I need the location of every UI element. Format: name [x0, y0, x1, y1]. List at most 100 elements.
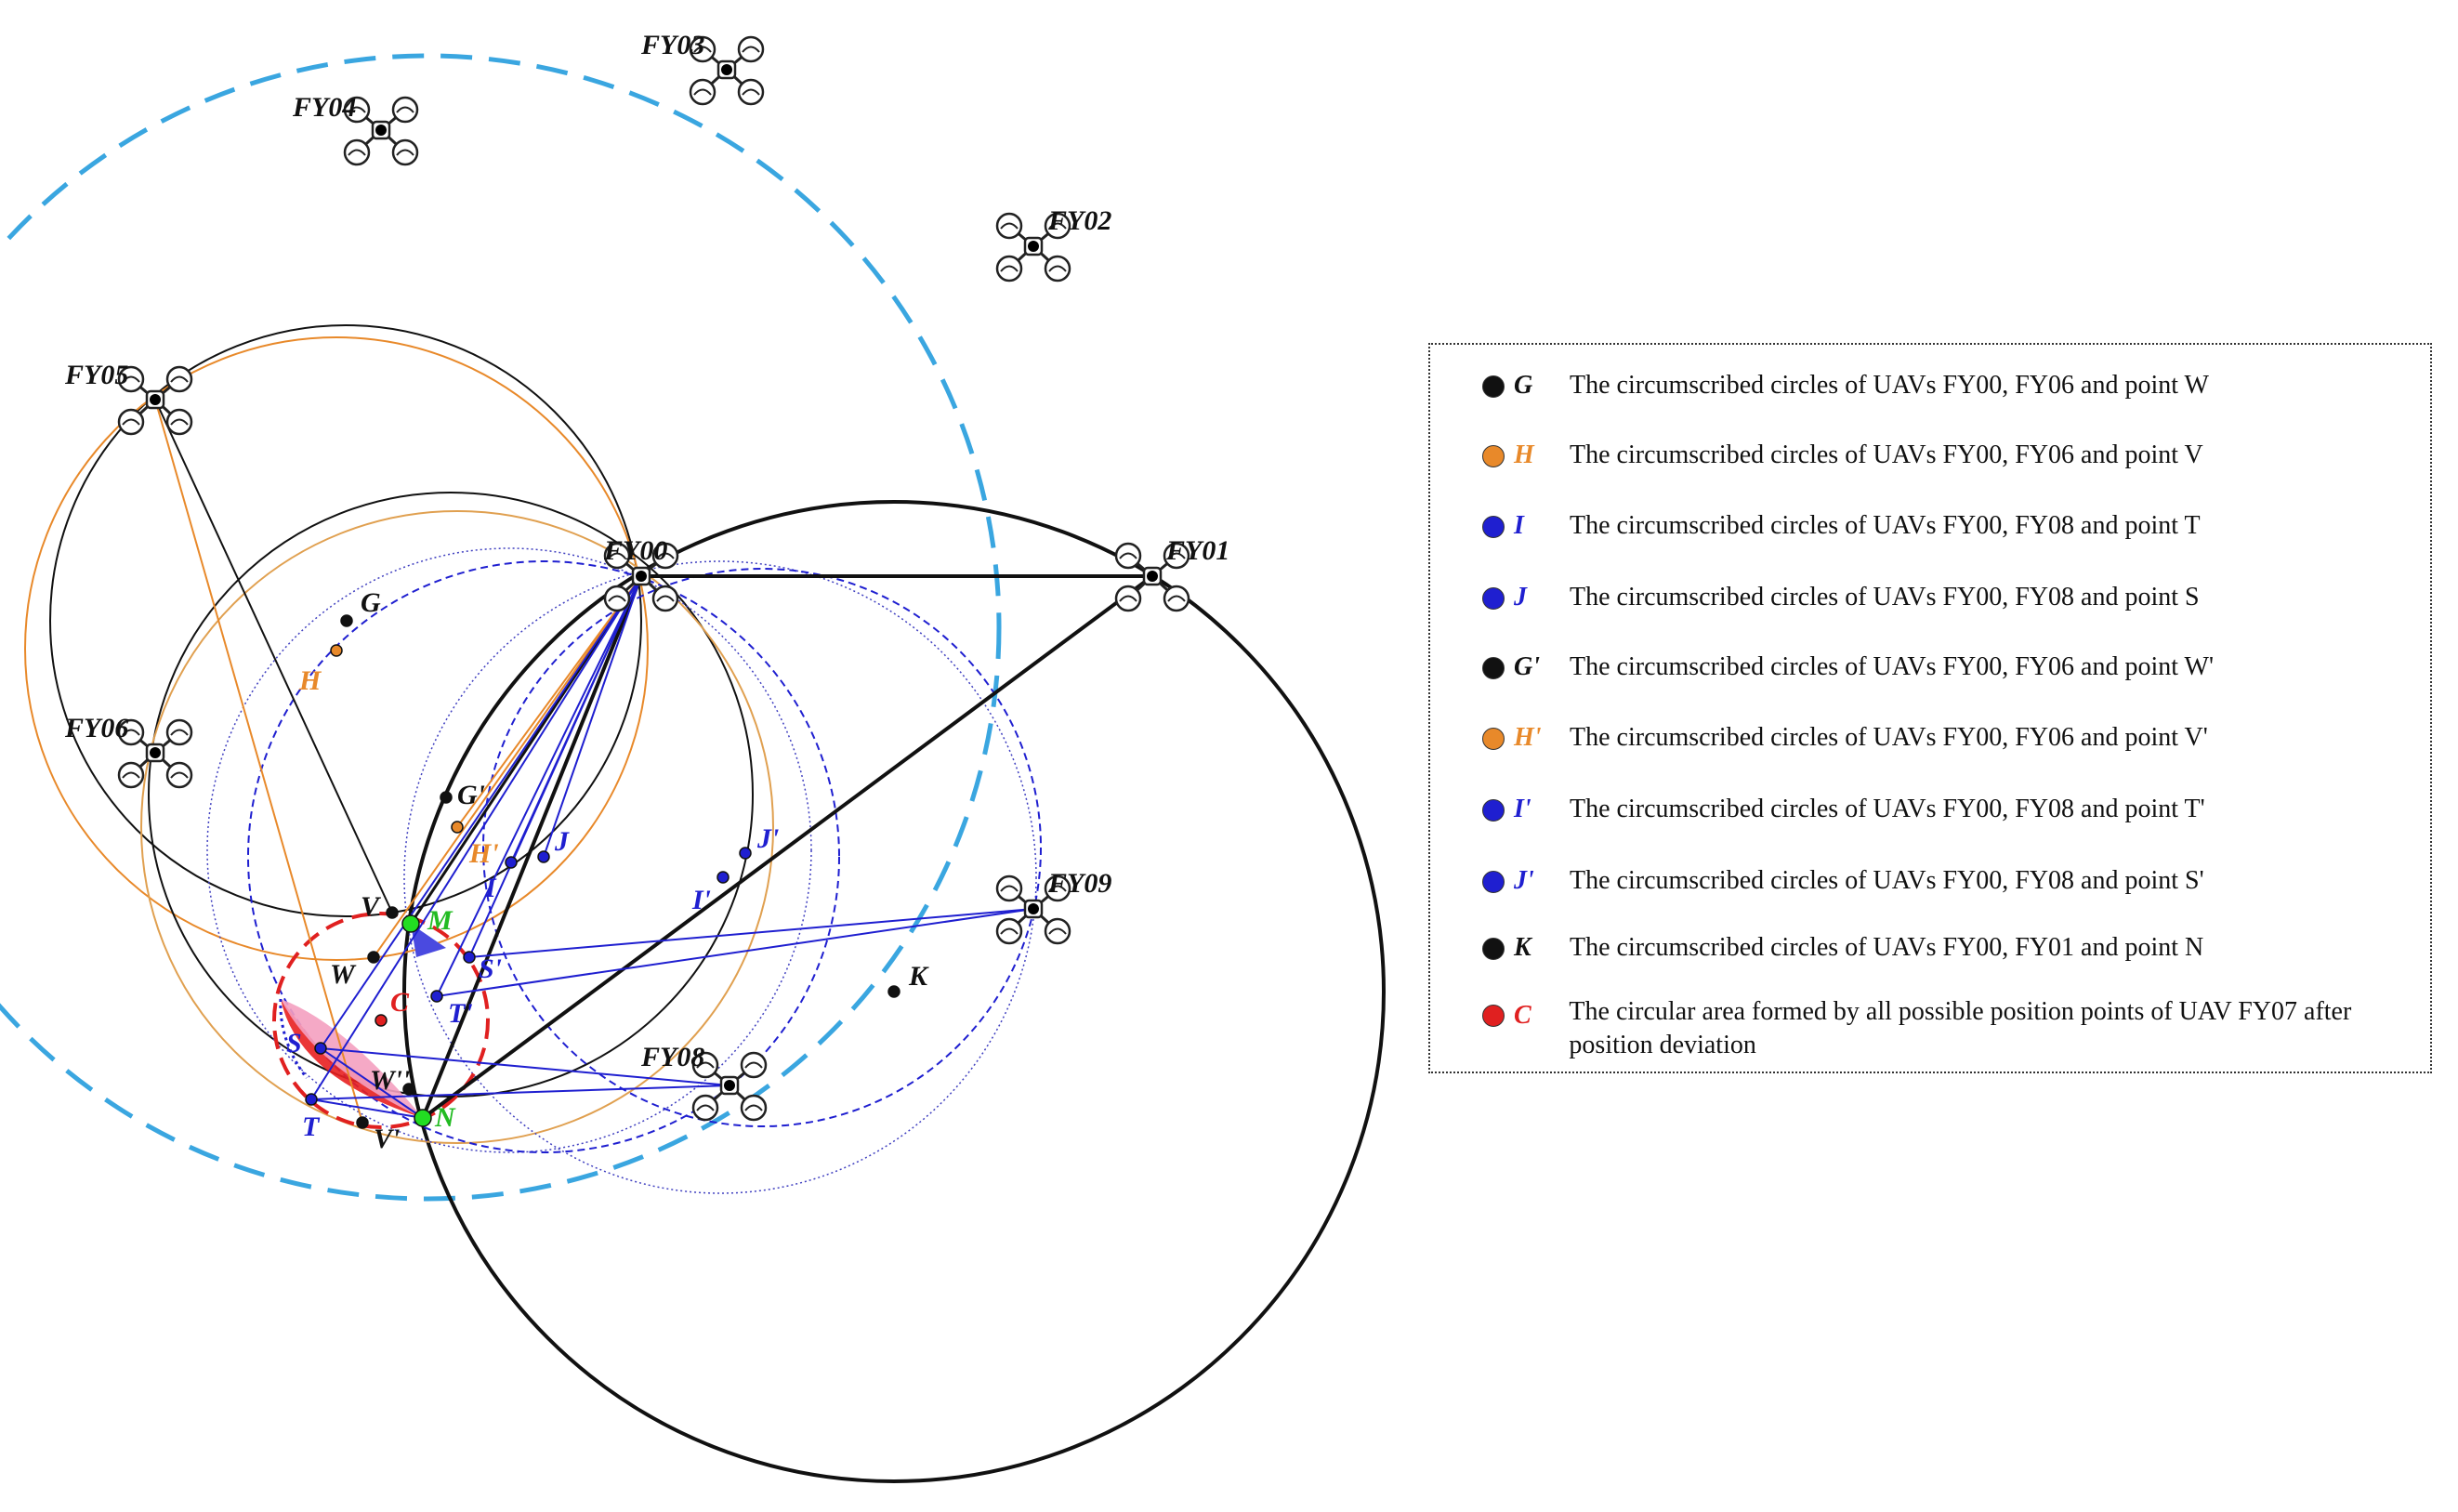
legend-dot [1482, 728, 1505, 750]
point-marker-j [537, 850, 550, 863]
legend-dot [1482, 938, 1505, 960]
uav-icon-fy02 [995, 212, 1071, 283]
point-marker-m [401, 914, 420, 933]
legend-item-h-prime: H' The circumscribed circles of UAVs FY0… [1482, 723, 2412, 779]
point-marker-h [330, 644, 343, 657]
uav-label-fy09: FY09 [1047, 868, 1111, 899]
uav-icon-fy04 [343, 96, 419, 166]
point-label-v-prime: V' [374, 1124, 400, 1154]
legend-symbol: G' [1514, 652, 1540, 681]
point-label-h: H [298, 665, 322, 696]
legend-item-h: H The circumscribed circles of UAVs FY00… [1482, 440, 2412, 496]
point-label-v: V [361, 891, 382, 922]
circle-j [247, 560, 840, 1153]
circle-h-prime [140, 510, 774, 1144]
circle-k [402, 500, 1386, 1483]
point-label-w-double-prime: W'' [370, 1065, 410, 1096]
legend-item-i-prime: I' The circumscribed circles of UAVs FY0… [1482, 795, 2412, 850]
legend-item-j: J The circumscribed circles of UAVs FY00… [1482, 583, 2412, 638]
legend-symbol: C [1514, 1001, 1531, 1030]
point-marker-v-prime [356, 1116, 369, 1129]
legend-item-j-prime: J' The circumscribed circles of UAVs FY0… [1482, 866, 2412, 922]
legend-symbol: H [1514, 440, 1534, 469]
uav-icon-fy03 [689, 35, 765, 106]
point-marker-w [367, 951, 380, 964]
circle-i [206, 547, 812, 1153]
point-marker-c [375, 1014, 388, 1027]
legend-text: The circumscribed circles of UAVs FY00, … [1570, 723, 2208, 752]
feasible-region-blue [411, 924, 446, 957]
point-marker-g [340, 614, 353, 627]
legend-dot [1482, 445, 1505, 467]
swarm-formation-circle [0, 53, 1002, 1202]
point-markers [305, 614, 900, 1129]
feasible-region-pink [281, 999, 423, 1118]
point-marker-h-prime [451, 821, 464, 834]
uav-label-fy00: FY00 [603, 535, 667, 566]
uav-icon-fy00 [603, 542, 679, 612]
legend-item-g: G The circumscribed circles of UAVs FY00… [1482, 371, 2412, 427]
legend-dot [1482, 587, 1505, 610]
point-label-n: N [434, 1102, 456, 1133]
uav-icon-fy08 [691, 1051, 768, 1122]
point-label-w: W [330, 959, 357, 990]
blue-lines [310, 575, 1034, 1119]
point-label-i-prime: I' [691, 885, 711, 915]
legend-item-i: I The circumscribed circles of UAVs FY00… [1482, 511, 2412, 567]
geometry-diagram: FY00 FY01 FY02 FY03 FY04 FY05 FY06 FY08 … [0, 30, 1386, 1483]
legend-text: The circumscribed circles of UAVs FY00, … [1570, 511, 2201, 540]
uav-icons [117, 35, 1190, 1122]
circle-i-prime [403, 560, 1037, 1194]
legend-text: The circumscribed circles of UAVs FY00, … [1570, 866, 2204, 895]
point-marker-i [505, 856, 518, 869]
orange-lines [154, 399, 642, 1124]
legend-text: The circumscribed circles of UAVs FY00, … [1570, 652, 2214, 681]
point-label-k: K [908, 961, 929, 992]
uav-label-fy01: FY01 [1165, 535, 1229, 566]
point-marker-n [414, 1109, 432, 1127]
uav-icon-fy05 [117, 365, 193, 436]
point-label-t: T [302, 1111, 321, 1142]
region-c-circle [272, 912, 490, 1129]
legend-item-g-prime: G' The circumscribed circles of UAVs FY0… [1482, 652, 2412, 708]
legend-symbol: I' [1514, 795, 1531, 823]
point-label-c: C [390, 987, 410, 1018]
uav-label-fy06: FY06 [64, 713, 128, 743]
legend-symbol: G [1514, 371, 1533, 400]
black-lines [154, 399, 1154, 1120]
point-marker-j-prime [739, 847, 752, 860]
circle-j-prime [482, 568, 1042, 1127]
legend-dot [1482, 799, 1505, 822]
legend-text: The circumscribed circles of UAVs FY00, … [1570, 583, 2200, 611]
point-label-s-prime: S' [479, 953, 502, 984]
legend-item-c: C The circular area formed by all possib… [1482, 995, 2412, 1066]
legend: G The circumscribed circles of UAVs FY00… [1428, 343, 2432, 1073]
legend-text: The circular area formed by all possible… [1569, 997, 2352, 1059]
uav-label-fy03: FY03 [640, 30, 704, 60]
legend-symbol: H' [1514, 723, 1542, 752]
circle-g [49, 324, 642, 917]
circle-h [24, 336, 649, 961]
point-label-i: I [484, 873, 497, 903]
legend-text: The circumscribed circles of UAVs FY00, … [1570, 933, 2204, 962]
legend-dot [1482, 375, 1505, 398]
point-marker-s [314, 1042, 327, 1055]
point-marker-i-prime [716, 871, 730, 884]
point-label-s: S [286, 1028, 302, 1058]
legend-item-k: K The circumscribed circles of UAVs FY00… [1482, 933, 2412, 989]
point-label-g: G [361, 587, 381, 618]
point-label-g-prime: G' [457, 780, 485, 810]
legend-text: The circumscribed circles of UAVs FY00, … [1570, 440, 2203, 469]
point-marker-s-prime [463, 951, 476, 964]
point-marker-w-double-prime [402, 1083, 415, 1096]
legend-symbol: K [1514, 933, 1531, 962]
region-c-edge [279, 998, 309, 1079]
point-label-j: J [554, 826, 570, 857]
legend-symbol: J' [1514, 866, 1534, 895]
point-marker-t-prime [430, 990, 443, 1003]
legend-text: The circumscribed circles of UAVs FY00, … [1570, 795, 2205, 823]
legend-dot [1482, 657, 1505, 679]
legend-dot [1482, 516, 1505, 538]
uav-icon-fy06 [117, 718, 193, 789]
uav-label-fy02: FY02 [1047, 205, 1111, 236]
